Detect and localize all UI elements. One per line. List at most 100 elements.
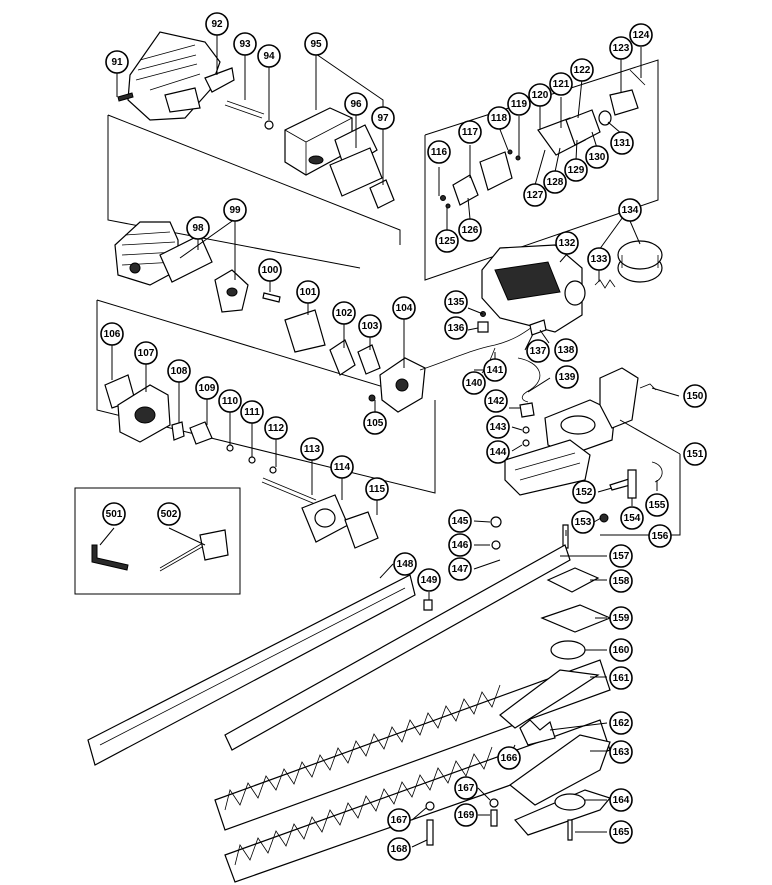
callout-number: 118 bbox=[491, 113, 508, 124]
tools-frame bbox=[74, 487, 241, 595]
callout-145: 145 bbox=[448, 509, 472, 533]
callout-circle bbox=[487, 106, 511, 130]
callout-138: 138 bbox=[554, 338, 578, 362]
gasket-97 bbox=[369, 179, 395, 209]
callout-circle bbox=[609, 606, 633, 630]
callout-142: 142 bbox=[484, 389, 508, 413]
nut-149 bbox=[423, 599, 433, 611]
callout-110: 110 bbox=[218, 389, 242, 413]
callout-number: 162 bbox=[613, 718, 630, 729]
callout-143: 143 bbox=[486, 415, 510, 439]
callout-circle bbox=[371, 106, 395, 130]
callout-circle bbox=[497, 746, 521, 770]
callout-96: 96 bbox=[344, 92, 368, 116]
callout-number: 121 bbox=[553, 79, 570, 90]
callout-109: 109 bbox=[195, 376, 219, 400]
cover-129 bbox=[565, 109, 601, 146]
screw-91 bbox=[117, 92, 134, 102]
callout-circle bbox=[205, 12, 229, 36]
spacer-162 bbox=[519, 719, 556, 746]
callout-circle bbox=[102, 502, 126, 526]
callout-number: 126 bbox=[462, 225, 479, 236]
heat-shield bbox=[329, 147, 383, 197]
callout-149: 149 bbox=[417, 568, 441, 592]
callout-circle bbox=[100, 322, 124, 346]
callout-121: 121 bbox=[549, 72, 573, 96]
callout-144: 144 bbox=[486, 440, 510, 464]
callout-circle bbox=[363, 411, 387, 435]
callout-circle bbox=[587, 247, 611, 271]
callout-circle bbox=[645, 493, 669, 517]
callout-148: 148 bbox=[393, 552, 417, 576]
callout-circle bbox=[486, 440, 510, 464]
callout-number: 167 bbox=[458, 783, 475, 794]
callout-circle bbox=[609, 788, 633, 812]
bolt-100 bbox=[262, 292, 281, 303]
callout-137: 137 bbox=[526, 339, 550, 363]
callout-circle bbox=[233, 32, 257, 56]
carb-body-126 bbox=[452, 174, 479, 206]
callout-circle bbox=[683, 442, 707, 466]
bolt-154 bbox=[627, 469, 637, 499]
callout-111: 111 bbox=[240, 400, 264, 424]
callout-116: 116 bbox=[427, 140, 451, 164]
muffler-guard-114 bbox=[301, 494, 349, 543]
callout-circle bbox=[435, 229, 459, 253]
callout-circle bbox=[609, 36, 633, 60]
callout-95: 95 bbox=[304, 32, 328, 56]
callout-98: 98 bbox=[186, 216, 210, 240]
callout-152: 152 bbox=[572, 480, 596, 504]
callout-139: 139 bbox=[555, 365, 579, 389]
callout-number: 128 bbox=[547, 177, 564, 188]
callout-number: 123 bbox=[613, 43, 630, 54]
callout-number: 97 bbox=[377, 113, 389, 124]
callout-number: 137 bbox=[530, 346, 547, 357]
callout-117: 117 bbox=[458, 120, 482, 144]
part-119 bbox=[515, 155, 521, 161]
callout-circle bbox=[555, 231, 579, 255]
callout-166: 166 bbox=[497, 746, 521, 770]
callout-circle bbox=[609, 638, 633, 662]
callout-circle bbox=[444, 316, 468, 340]
callout-number: 148 bbox=[397, 559, 414, 570]
callout-circle bbox=[484, 389, 508, 413]
gear-case bbox=[504, 367, 639, 496]
screw-124 bbox=[629, 69, 646, 86]
insulator-hole bbox=[226, 287, 238, 297]
callout-number: 145 bbox=[452, 516, 469, 527]
washer-167a bbox=[425, 801, 435, 811]
gasket-123 bbox=[609, 89, 639, 116]
callout-number: 131 bbox=[614, 138, 631, 149]
callout-134: 134 bbox=[618, 198, 642, 222]
callout-number: 117 bbox=[462, 127, 479, 138]
callout-106: 106 bbox=[100, 322, 124, 346]
callout-94: 94 bbox=[257, 44, 281, 68]
callout-131: 131 bbox=[610, 131, 634, 155]
callout-circle bbox=[240, 400, 264, 424]
gasket-101 bbox=[284, 309, 326, 353]
callout-circle bbox=[458, 120, 482, 144]
plate-102 bbox=[329, 339, 356, 376]
callout-circle bbox=[609, 711, 633, 735]
callout-circle bbox=[526, 339, 550, 363]
callout-number: 114 bbox=[334, 462, 351, 473]
callout-circle bbox=[330, 455, 354, 479]
callout-number: 100 bbox=[262, 265, 279, 276]
muffler-body-107 bbox=[117, 384, 171, 443]
seal-164 bbox=[554, 793, 586, 811]
callout-128: 128 bbox=[543, 170, 567, 194]
callout-circle bbox=[483, 358, 507, 382]
callout-circle bbox=[528, 83, 552, 107]
callout-circle bbox=[257, 44, 281, 68]
screw-136 bbox=[477, 321, 489, 333]
callout-107: 107 bbox=[134, 341, 158, 365]
fuel-tank bbox=[481, 244, 586, 333]
callout-135: 135 bbox=[444, 290, 468, 314]
callout-150: 150 bbox=[683, 384, 707, 408]
part-116 bbox=[440, 195, 446, 201]
callout-number: 139 bbox=[559, 372, 576, 383]
callout-number: 105 bbox=[367, 418, 384, 429]
fitting-142 bbox=[519, 402, 535, 418]
callout-number: 125 bbox=[439, 236, 456, 247]
